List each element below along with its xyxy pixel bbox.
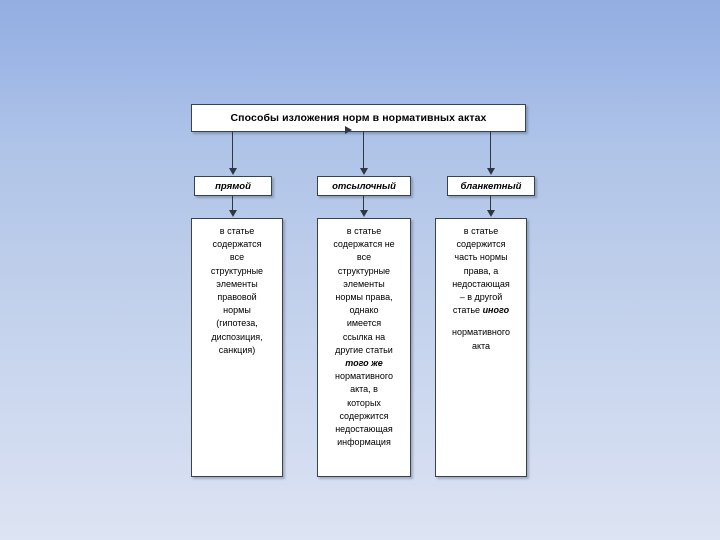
content-line: в статье xyxy=(219,226,255,236)
content-line: того же xyxy=(322,357,406,370)
content-line: статье иного xyxy=(452,305,510,316)
branch-content-box-pryamoy[interactable]: в статье содержатся все структурные элементы… xyxy=(191,218,283,477)
diagram-title-text: Способы изложения норм в нормативных акт… xyxy=(230,112,487,124)
content-line: имеется xyxy=(346,318,382,329)
arrowhead-down-icon-1 xyxy=(360,168,368,175)
connector-label-to-content-0 xyxy=(232,196,233,211)
branch-label-text-0: прямой xyxy=(215,180,251,192)
title-right-arrowhead-icon xyxy=(345,126,352,134)
connector-label-to-content-1 xyxy=(363,196,364,211)
connector-title-to-label-1 xyxy=(363,131,364,169)
branch-label-box-pryamoy[interactable]: прямой xyxy=(194,176,272,196)
arrowhead-down-icon-5 xyxy=(487,210,495,217)
content-line: правовой xyxy=(217,292,257,303)
content-line: часть нормы xyxy=(454,252,508,263)
content-line: элементы xyxy=(216,278,258,289)
arrowhead-down-icon-3 xyxy=(229,210,237,217)
content-emphasis: того же xyxy=(345,358,383,369)
connector-title-to-label-2 xyxy=(490,131,491,169)
content-line: другие статьи xyxy=(335,344,393,355)
content-line: нормы xyxy=(223,305,251,316)
arrowhead-down-icon-2 xyxy=(487,168,495,175)
content-line: нормы права, xyxy=(335,292,393,303)
content-line: акта, в xyxy=(350,384,378,395)
content-line: все xyxy=(229,252,245,263)
branch-content-box-otsylochnyy[interactable]: в статье содержатся не все структурные элеме… xyxy=(317,218,411,477)
content-line: в статье xyxy=(346,226,382,236)
content-line: ссылка на xyxy=(342,331,386,342)
content-line: акта xyxy=(471,340,491,351)
branch-label-text-2: бланкетный xyxy=(460,180,522,192)
content-line: однако xyxy=(349,305,379,316)
content-line: нормативного xyxy=(335,371,393,382)
branch-label-box-blanketnyy[interactable]: бланкетный xyxy=(447,176,535,196)
arrowhead-down-icon-0 xyxy=(229,168,237,175)
branch-label-text-1: отсылочный xyxy=(332,180,396,192)
content-line: все xyxy=(356,252,372,263)
diagram-title-box[interactable]: Способы изложения норм в нормативных акт… xyxy=(191,104,526,132)
content-line-break xyxy=(440,317,522,326)
content-line: санкция) xyxy=(218,344,256,355)
connector-title-to-label-0 xyxy=(232,131,233,169)
content-line: в статье xyxy=(463,226,499,236)
content-line: структурные xyxy=(337,265,391,276)
branch-content-box-blanketnyy[interactable]: в статье содержится часть нормы права, а нед… xyxy=(435,218,527,477)
branch-label-box-otsylochnyy[interactable]: отсылочный xyxy=(317,176,411,196)
content-line: структурные xyxy=(210,265,264,276)
content-line: содержатся xyxy=(212,239,262,250)
arrowhead-down-icon-4 xyxy=(360,210,368,217)
content-line: недостающая xyxy=(452,278,510,289)
content-emphasis: иного xyxy=(482,305,510,316)
content-line: (гипотеза, xyxy=(216,318,258,329)
content-line: информация xyxy=(337,437,391,448)
content-line: которых xyxy=(347,397,381,408)
content-line: содержится xyxy=(339,410,389,421)
content-line: нормативного xyxy=(452,327,510,338)
content-line: элементы xyxy=(343,278,385,289)
content-line: содержатся не xyxy=(333,239,395,250)
content-line: права, а xyxy=(463,265,499,276)
content-line: содержится xyxy=(456,239,506,250)
content-line: диспозиция, xyxy=(211,331,263,342)
content-line: – в другой xyxy=(459,292,503,303)
content-line: недостающая xyxy=(335,424,393,435)
connector-label-to-content-2 xyxy=(490,196,491,211)
